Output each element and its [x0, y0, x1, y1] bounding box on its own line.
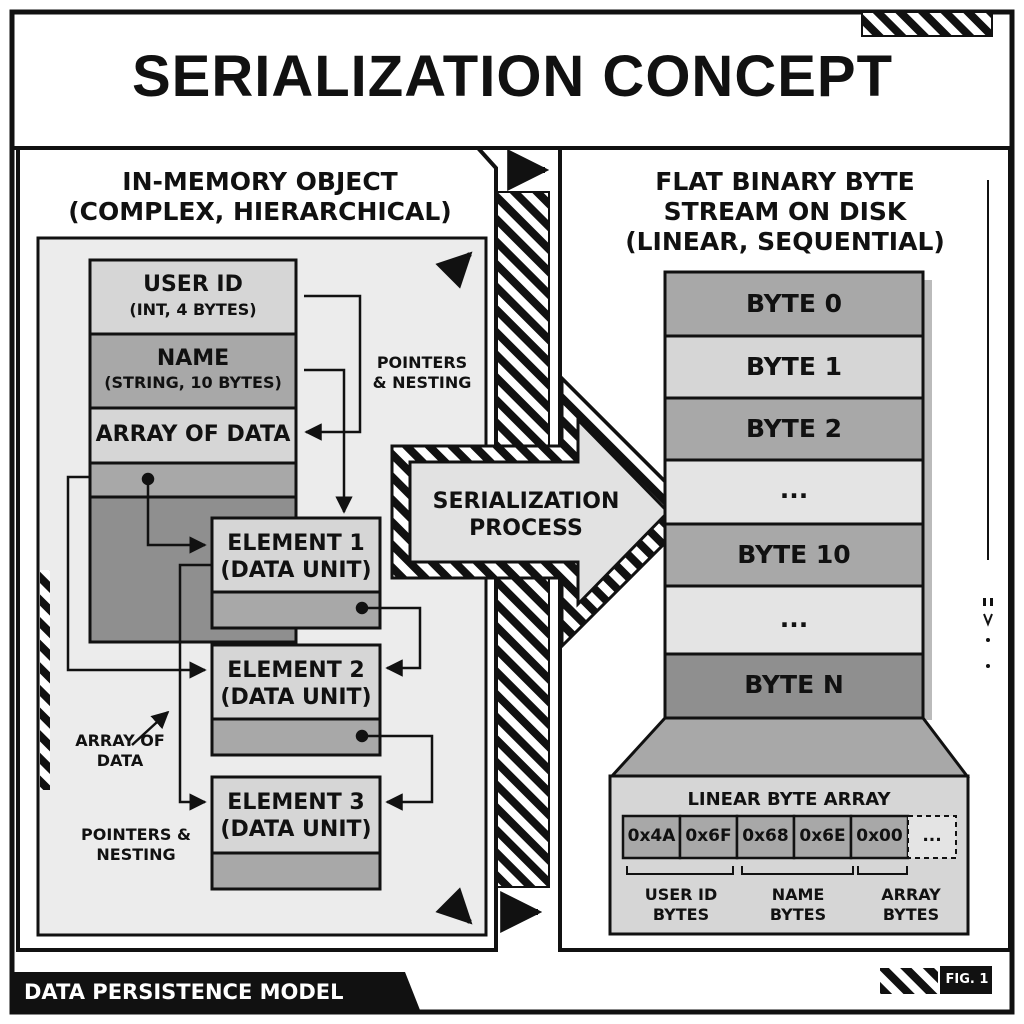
annotation-array-1: ARRAY OF — [75, 731, 165, 750]
group-name-2: BYTES — [769, 905, 827, 924]
annotation-array-2: DATA — [96, 751, 144, 770]
array-connector — [608, 716, 971, 778]
byte-column — [663, 270, 925, 720]
field-name — [88, 332, 298, 410]
byte-10-label: BYTE 10 — [737, 540, 851, 569]
group-brackets — [626, 866, 908, 875]
annotation-pointers-top-1: POINTERS — [376, 353, 468, 372]
right-heading-line2: STREAM ON DISK — [663, 197, 907, 226]
element-box-2 — [210, 643, 382, 757]
byte-0-label: BYTE 0 — [745, 289, 843, 318]
footer-stripes — [880, 968, 938, 994]
annotation-pointers-bottom-1: POINTERS & — [81, 825, 191, 844]
hex-cell-ellipsis: ... — [922, 826, 942, 846]
byte-2-label: BYTE 2 — [745, 414, 843, 443]
group-user-id-1: USER ID — [644, 885, 718, 904]
hex-cell-2: 0x68 — [742, 826, 789, 846]
element-1-label: ELEMENT 1 — [227, 531, 365, 556]
right-heading-line3: (LINEAR, SEQUENTIAL) — [625, 227, 945, 256]
field-user-id — [88, 258, 298, 336]
fig-badge — [940, 966, 992, 994]
group-array-1: ARRAY — [881, 885, 941, 904]
hex-cell-4: 0x00 — [856, 826, 903, 846]
element-2-label: ELEMENT 2 — [227, 658, 365, 683]
footer-label: DATA PERSISTENCE MODEL — [24, 980, 344, 1004]
field-user-id-detail: (INT, 4 BYTES) — [129, 300, 257, 319]
linear-byte-array-title: LINEAR BYTE ARRAY — [687, 789, 891, 810]
process-label-line2: PROCESS — [469, 516, 583, 541]
byte-ellipsis-1: ... — [779, 475, 809, 504]
page-title: SERIALIZATION CONCEPT — [131, 44, 894, 109]
corner-arrow-icon-bottom — [435, 887, 473, 925]
byte-1-label: BYTE 1 — [745, 352, 843, 381]
hex-cell-0: 0x4A — [627, 826, 676, 846]
right-side-marks — [983, 598, 993, 668]
byte-n-label: BYTE N — [744, 670, 844, 699]
field-name-detail: (STRING, 10 BYTES) — [104, 373, 282, 392]
field-array-pointer-cell — [88, 461, 298, 499]
group-user-id-2: BYTES — [652, 905, 710, 924]
field-name-label: NAME — [156, 346, 230, 371]
element-3-label: ELEMENT 3 — [227, 790, 365, 815]
field-array — [88, 406, 298, 465]
group-name-1: NAME — [771, 885, 825, 904]
element-2-detail: (DATA UNIT) — [220, 685, 372, 710]
hex-cell-1: 0x6F — [685, 826, 732, 846]
left-heading-line1: IN-MEMORY OBJECT — [122, 167, 398, 196]
pointer-arrows — [66, 294, 434, 811]
right-heading-line1: FLAT BINARY BYTE — [655, 167, 915, 196]
left-heading-line2: (COMPLEX, HIERARCHICAL) — [68, 197, 452, 226]
element-3-detail: (DATA UNIT) — [220, 817, 372, 842]
field-array-label: ARRAY OF DATA — [95, 422, 291, 447]
group-array-2: BYTES — [882, 905, 940, 924]
byte-ellipsis-2: ... — [779, 604, 809, 633]
hex-cells — [621, 814, 957, 860]
element-box-1 — [210, 516, 382, 630]
footer-bar — [14, 972, 420, 1010]
process-label-line1: SERIALIZATION — [432, 489, 620, 514]
element-1-detail: (DATA UNIT) — [220, 558, 372, 583]
corner-stripes-top — [861, 11, 993, 37]
element-box-3 — [210, 775, 382, 891]
left-stripe-decoration — [40, 570, 50, 790]
corner-arrow-icon-top — [435, 251, 473, 289]
process-arrow — [390, 374, 699, 650]
hex-cell-3: 0x6E — [799, 826, 846, 846]
field-user-id-label: USER ID — [143, 272, 243, 297]
annotation-pointers-bottom-2: NESTING — [96, 845, 176, 864]
fig-label: FIG. 1 — [945, 972, 989, 987]
annotation-pointers-top-2: & NESTING — [372, 373, 472, 392]
